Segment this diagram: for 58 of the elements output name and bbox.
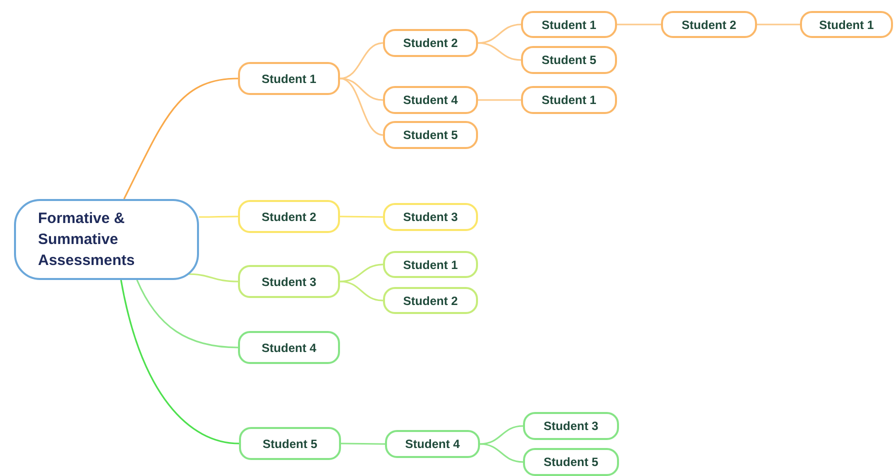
topic-box xyxy=(383,86,478,114)
connector-line xyxy=(478,99,521,101)
topic-label: Student 1 xyxy=(819,16,874,34)
topic-label: Student 4 xyxy=(405,436,460,453)
connector-line xyxy=(480,443,524,463)
connector-line xyxy=(340,216,383,218)
topic-box xyxy=(238,62,340,95)
connector-line xyxy=(340,280,384,302)
topic-box xyxy=(661,11,757,38)
connector-line xyxy=(341,442,385,445)
topic-box xyxy=(383,121,478,149)
topic-label: Student 1 xyxy=(262,70,316,88)
topic-box xyxy=(521,86,617,114)
connector-line xyxy=(757,24,800,26)
topic-box xyxy=(238,265,340,298)
connector-line xyxy=(123,78,238,200)
connector-line xyxy=(480,425,524,445)
topic-title: Formative & Summative Assessments xyxy=(38,209,136,271)
topic-box xyxy=(521,11,617,38)
topic-box xyxy=(521,46,617,74)
topic-label: Student 5 xyxy=(403,127,458,144)
topic-label: Student 4 xyxy=(262,340,316,356)
topic-label: Student 2 xyxy=(403,292,458,310)
connector-line xyxy=(120,280,240,444)
topic-label: Student 1 xyxy=(542,16,596,34)
connector-line xyxy=(340,78,384,136)
topic-label: Student 2 xyxy=(403,35,458,52)
topic-label: Student 3 xyxy=(403,209,458,226)
connector-line xyxy=(340,42,384,80)
topic-label: Student 4 xyxy=(403,92,458,109)
topic-box xyxy=(238,200,340,233)
root-topic-box xyxy=(14,199,199,280)
topic-box xyxy=(383,251,478,278)
topic-box xyxy=(800,11,893,38)
topic-label: Student 1 xyxy=(542,92,596,109)
topic-box xyxy=(523,448,619,476)
topic-label: Student 5 xyxy=(262,436,318,452)
connector-line xyxy=(617,24,661,26)
topic-box xyxy=(238,331,340,364)
topic-box xyxy=(239,427,341,460)
connector-line xyxy=(199,216,238,218)
topic-box xyxy=(383,203,478,231)
topic-label: Student 3 xyxy=(544,418,598,435)
topic-box xyxy=(385,430,480,458)
connector-line xyxy=(340,78,384,101)
topic-label: Student 2 xyxy=(682,16,736,34)
topic-box xyxy=(383,287,478,314)
connector-line xyxy=(478,42,522,61)
topic-box xyxy=(523,412,619,440)
topic-label: Student 5 xyxy=(542,52,596,69)
connector-line xyxy=(478,24,522,44)
topic-label: Student 2 xyxy=(262,208,316,226)
topic-box xyxy=(383,29,478,57)
topic-label: Student 3 xyxy=(262,274,316,290)
connector-line xyxy=(340,264,384,282)
topic-label: Student 5 xyxy=(544,454,598,471)
connector-line xyxy=(136,280,238,348)
topic-label: Student 1 xyxy=(403,256,458,274)
